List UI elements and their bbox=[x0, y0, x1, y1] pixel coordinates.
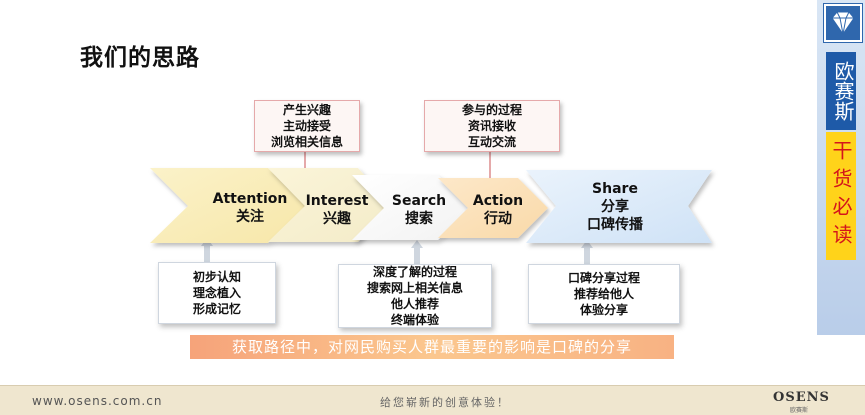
top-box-line: 浏览相关信息 bbox=[270, 135, 343, 149]
stage-interest: Interest 兴趣 bbox=[297, 192, 377, 228]
stage-cn-label: 兴趣 bbox=[323, 211, 351, 227]
stage-interest-arrow bbox=[268, 168, 393, 242]
stage-attention-arrow bbox=[150, 168, 305, 243]
bottom-box-line: 理念植入 bbox=[192, 286, 241, 300]
sidebar-tagline: 干货必读 bbox=[826, 132, 856, 260]
bottom-box-line: 初步认知 bbox=[192, 270, 241, 284]
bottom-box-attention: 初步认知 理念植入 形成记忆 bbox=[158, 262, 276, 324]
stage-action-arrow bbox=[438, 178, 548, 238]
summary-banner: 获取路径中，对网民购买人群最重要的影响是口碑的分享 bbox=[190, 335, 674, 359]
bottom-box-line: 推荐给他人 bbox=[573, 287, 634, 301]
stage-en-label: Action bbox=[472, 193, 524, 209]
diamond-logo-icon bbox=[824, 4, 862, 42]
stage-search-arrow bbox=[352, 175, 470, 240]
bottom-box-line: 深度了解的过程 bbox=[372, 265, 457, 279]
stage-en-label: Interest bbox=[305, 193, 369, 209]
bottom-box-search: 深度了解的过程 搜索网上相关信息 他人推荐 终端体验 bbox=[338, 264, 492, 328]
top-box-line: 资讯接收 bbox=[467, 119, 516, 133]
connector-bottom-right bbox=[581, 240, 593, 264]
top-box-line: 产生兴趣 bbox=[282, 103, 331, 117]
sidebar-brand: 欧赛斯 bbox=[826, 52, 856, 130]
bottom-box-line: 终端体验 bbox=[390, 313, 439, 327]
stage-cn-label: 行动 bbox=[484, 211, 512, 227]
stage-share-arrow bbox=[526, 170, 712, 243]
stage-en-label: Attention bbox=[212, 191, 288, 207]
bottom-box-line: 体验分享 bbox=[579, 303, 628, 317]
bottom-box-line: 口碑分享过程 bbox=[567, 271, 640, 285]
top-box-line: 参与的过程 bbox=[461, 103, 522, 117]
stage-cn-label: 关注 bbox=[236, 209, 264, 225]
stage-en-label: Search bbox=[391, 193, 447, 209]
footer-slogan: 给您崭新的创意体验！ bbox=[380, 396, 510, 409]
footer-logo-sub: 欧赛斯 bbox=[790, 407, 809, 414]
top-box-line: 主动接受 bbox=[282, 119, 331, 133]
top-box-action: 参与的过程 资讯接收 互动交流 bbox=[424, 100, 560, 152]
footer-logo: OSENS bbox=[773, 390, 830, 405]
connector-bottom-left bbox=[201, 238, 213, 262]
stage-cn-sublabel: 口碑传播 bbox=[587, 217, 643, 233]
connector-bottom-mid bbox=[411, 240, 423, 264]
stage-share: Share 分享 口碑传播 bbox=[560, 180, 670, 234]
top-box-interest: 产生兴趣 主动接受 浏览相关信息 bbox=[254, 100, 360, 152]
bottom-box-line: 他人推荐 bbox=[390, 297, 439, 311]
page-title: 我们的思路 bbox=[80, 45, 200, 71]
stage-cn-label: 分享 bbox=[601, 199, 629, 215]
bottom-box-share: 口碑分享过程 推荐给他人 体验分享 bbox=[528, 264, 680, 324]
top-box-line: 互动交流 bbox=[467, 135, 516, 149]
footer-url[interactable]: www.osens.com.cn bbox=[32, 394, 163, 408]
stage-cn-label: 搜索 bbox=[405, 211, 433, 227]
footer: www.osens.com.cn 给您崭新的创意体验！ OSENS 欧赛斯 bbox=[0, 385, 865, 415]
stage-en-label: Share bbox=[592, 181, 638, 197]
bottom-box-line: 搜索网上相关信息 bbox=[366, 281, 463, 295]
stage-search: Search 搜索 bbox=[384, 192, 454, 228]
stage-action: Action 行动 bbox=[466, 192, 530, 228]
stage-attention: Attention 关注 bbox=[205, 190, 295, 226]
bottom-box-line: 形成记忆 bbox=[192, 302, 241, 316]
